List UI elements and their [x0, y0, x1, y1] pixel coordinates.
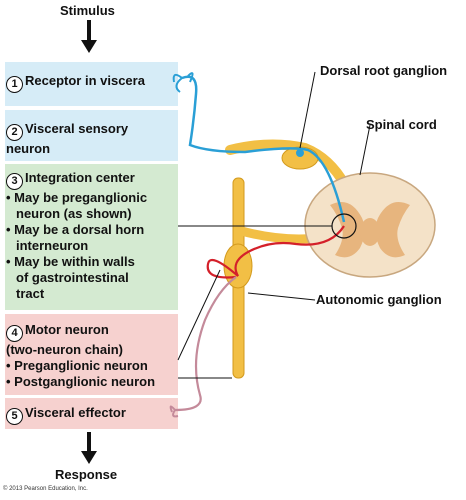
preganglionic-neuron [206, 225, 345, 279]
label-dorsal-root-ganglion: Dorsal root ganglion [320, 63, 448, 78]
bullet: Preganglionic neuron [6, 358, 176, 374]
label-spinal-cord: Spinal cord [366, 117, 437, 132]
dorsal-root [225, 139, 350, 190]
receptor-endings [172, 72, 194, 93]
bullet-cont: of gastrointestinal [16, 269, 129, 285]
step-title-2: (two-neuron chain) [6, 341, 123, 357]
bullet-cont: tract [16, 285, 45, 301]
bullet: May be within walls [6, 254, 176, 270]
step-title: Receptor in viscera [25, 73, 145, 88]
sensory-neuron [181, 75, 346, 223]
copyright: © 2013 Pearson Education, Inc. [3, 486, 88, 492]
bullet: May be a dorsal horn [6, 222, 176, 238]
step-title: Visceral effector [25, 405, 126, 420]
step-number: 1 [6, 75, 23, 93]
response-label: Response [55, 467, 118, 482]
bullet-cont: interneuron [16, 237, 89, 253]
response-arrow [81, 432, 97, 464]
step-number: 2 [6, 123, 23, 141]
stimulus-label: Stimulus [60, 3, 115, 18]
postganglionic-neuron [174, 276, 237, 412]
bullet: Postganglionic neuron [6, 374, 176, 390]
box-receptor [5, 62, 178, 106]
box-effector [5, 398, 178, 429]
step-title: Visceral sensory [25, 121, 129, 136]
label-autonomic-ganglion: Autonomic ganglion [316, 292, 442, 307]
step-title-2: neuron [6, 140, 51, 156]
step-title: Integration center [25, 170, 135, 185]
step-title: Motor neuron [25, 322, 109, 337]
spinal-cord [304, 172, 436, 278]
sensory-cell-body [296, 149, 304, 157]
stimulus-arrow [81, 20, 97, 53]
step-number: 5 [6, 407, 23, 425]
box-sensory [5, 110, 178, 161]
step-number: 3 [6, 172, 23, 190]
bullet-cont: neuron (as shown) [16, 205, 132, 221]
leader-lines [177, 71, 371, 379]
effector-endings [169, 405, 179, 418]
bullet: May be preganglionic [6, 190, 176, 206]
step-number: 4 [6, 324, 23, 342]
